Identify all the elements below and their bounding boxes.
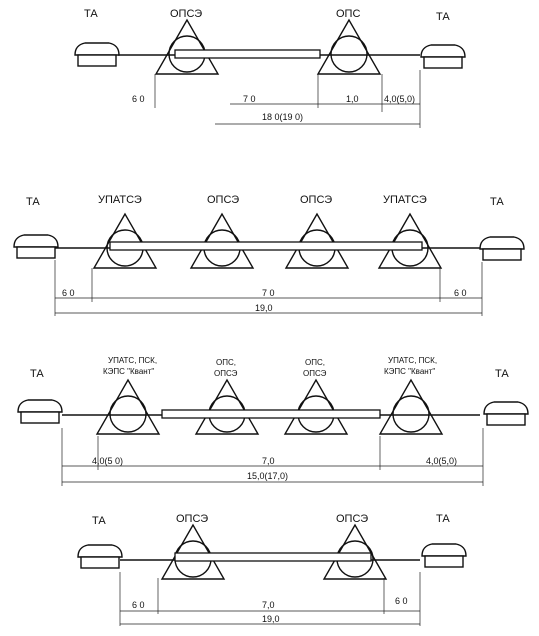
node-label: ОПС, <box>216 358 236 367</box>
dim-total: 19,0 <box>255 303 273 313</box>
dim-label: 4,0(5,0) <box>426 456 457 466</box>
dim-label: 7,0 <box>262 600 275 610</box>
dim-label: 7 0 <box>243 94 256 104</box>
station-node-icon <box>195 379 259 435</box>
cable <box>161 409 381 419</box>
ta-label-left: ТА <box>30 368 44 380</box>
ta-label-right: ТА <box>495 368 509 380</box>
diagram-4: ТА ТА ОПСЭ ОПСЭ 6 0 7,0 6 0 19,0 <box>77 513 467 626</box>
station-node-icon <box>190 213 254 269</box>
cable <box>109 241 423 251</box>
dim-label: 6 0 <box>62 288 75 298</box>
telephone-icon <box>77 544 123 569</box>
dim-total: 19,0 <box>262 614 280 624</box>
node-label: ОПСЭ <box>336 513 368 525</box>
dim-label: 7,0 <box>262 456 275 466</box>
node-label: ОПСЭ <box>300 194 332 206</box>
diagram-2: ТА ТА УПАТСЭ ОПСЭ ОПСЭ УПАТСЭ 6 0 7 0 6 … <box>13 194 525 316</box>
dim-label: 4,0(5,0) <box>384 94 415 104</box>
telephone-icon <box>74 42 120 67</box>
node-label: ОПСЭ <box>214 369 238 378</box>
dim-label: 7 0 <box>262 288 275 298</box>
telephone-icon <box>421 543 467 568</box>
ta-label-right: ТА <box>436 11 450 23</box>
node-label: УПАТС, ПСК, <box>388 356 437 365</box>
dim-label: 6 0 <box>132 600 145 610</box>
node-label: ОПС, <box>305 358 325 367</box>
dim-label: 4,0(5 0) <box>92 456 123 466</box>
node-label: ОПСЭ <box>207 194 239 206</box>
ta-label-left: ТА <box>26 196 40 208</box>
station-node-icon <box>378 213 442 269</box>
node-label: УПАТСЭ <box>383 194 427 206</box>
diagram-1: ТА ТА ОПСЭ ОПС 6 0 7 0 1,0 4,0(5,0) 18 0… <box>74 8 466 128</box>
station-node-icon <box>285 213 349 269</box>
telephone-icon <box>17 399 63 424</box>
cable <box>174 552 372 562</box>
telephone-icon <box>479 236 525 261</box>
ta-label-right: ТА <box>436 513 450 525</box>
telephone-icon <box>13 234 59 259</box>
cable <box>174 49 321 59</box>
dim-total: 18 0(19 0) <box>262 112 303 122</box>
diagram-3: ТА ТА УПАТС, ПСК, КЭПС "Квант" ОПС, ОПСЭ… <box>17 356 529 486</box>
ta-label-right: ТА <box>490 196 504 208</box>
telephone-icon <box>420 44 466 69</box>
node-label: УПАТС, ПСК, <box>108 356 157 365</box>
node-label: ОПСЭ <box>170 8 202 20</box>
station-node-icon <box>323 524 387 580</box>
node-label: ОПСЭ <box>303 369 327 378</box>
ta-label-left: ТА <box>84 8 98 20</box>
station-node-icon <box>96 379 160 435</box>
station-node-icon <box>379 379 443 435</box>
station-node-icon <box>284 379 348 435</box>
station-node-icon <box>161 524 225 580</box>
dim-total: 15,0(17,0) <box>247 471 288 481</box>
node-label: УПАТСЭ <box>98 194 142 206</box>
node-label: ОПС <box>336 8 360 20</box>
telephone-icon <box>483 401 529 426</box>
node-label: ОПСЭ <box>176 513 208 525</box>
dim-label: 6 0 <box>132 94 145 104</box>
dim-label: 1,0 <box>346 94 359 104</box>
ta-label-left: ТА <box>92 515 106 527</box>
node-label: КЭПС "Квант" <box>384 367 435 376</box>
dim-label: 6 0 <box>454 288 467 298</box>
dim-label: 6 0 <box>395 596 408 606</box>
station-node-icon <box>317 19 381 75</box>
node-label: КЭПС "Квант" <box>103 367 154 376</box>
station-node-icon <box>155 19 219 75</box>
station-node-icon <box>93 213 157 269</box>
